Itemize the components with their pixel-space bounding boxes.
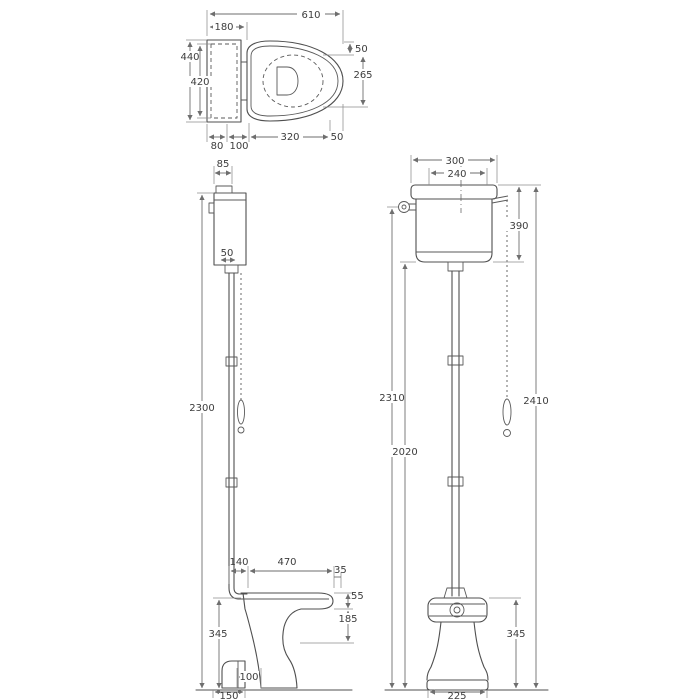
flush-lever bbox=[491, 195, 509, 204]
wall-bracket-front bbox=[398, 201, 410, 213]
dim-plan-bottom-chain: 80 100 320 50 bbox=[206, 104, 345, 152]
plan-view: 610 180 50 265 440 bbox=[178, 8, 375, 152]
inlet-boss-inner bbox=[453, 606, 461, 614]
dim-label: 50 bbox=[221, 248, 234, 259]
pedestal-sides bbox=[426, 621, 489, 681]
dim-label: 265 bbox=[353, 70, 372, 81]
bowl-opening-hidden-line bbox=[262, 54, 324, 108]
dim-label: 320 bbox=[280, 132, 299, 143]
dim-label: 50 bbox=[355, 44, 368, 55]
dim-side-pan-height: 345 bbox=[206, 597, 241, 689]
dim-plan-rim-gap: 50 bbox=[323, 41, 368, 56]
dim-label: 180 bbox=[214, 22, 233, 33]
chain-pull-handle-front bbox=[502, 398, 512, 426]
dim-side-outlet-offset: 150 bbox=[212, 689, 246, 700]
dim-label: 225 bbox=[447, 691, 466, 700]
seat-inner-ring bbox=[250, 45, 339, 117]
pipe-nut-front bbox=[447, 261, 464, 272]
dim-label: 80 bbox=[211, 141, 224, 152]
chain-ring-side bbox=[237, 426, 245, 434]
dim-side-outlet-width: 100 bbox=[236, 668, 262, 688]
dim-label: 2020 bbox=[392, 447, 417, 458]
cistern-bowl-joint bbox=[241, 61, 247, 101]
dim-front-base-width: 225 bbox=[427, 689, 488, 700]
dim-label: 185 bbox=[338, 614, 357, 625]
dim-label: 85 bbox=[217, 159, 230, 170]
pan-side-outline bbox=[240, 592, 334, 689]
dim-front-pan-height: 345 bbox=[489, 597, 529, 689]
dim-side-rim-thickness: 55 bbox=[334, 591, 364, 610]
bracket-arm bbox=[409, 203, 416, 211]
dim-front-lid-width: 300 bbox=[410, 154, 498, 183]
cistern-lid-front bbox=[410, 184, 498, 200]
cistern-plan-outline bbox=[206, 39, 242, 123]
chain-ring-front bbox=[503, 429, 511, 437]
front-elevation: 300 240 390 2310 2020 bbox=[378, 154, 550, 700]
dim-front-pipe-height: 2020 bbox=[391, 261, 419, 689]
side-elevation: 85 50 2300 345 140 bbox=[188, 159, 364, 700]
dim-side-pipe-offset: 140 bbox=[228, 557, 249, 588]
dim-label: 55 bbox=[351, 591, 364, 602]
dim-plan-inner-depth: 420 bbox=[189, 43, 212, 119]
dim-plan-cistern-width: 180 bbox=[209, 22, 248, 40]
flush-pipe-side bbox=[228, 272, 235, 589]
dim-side-overall-height: 2300 bbox=[188, 192, 216, 689]
dim-label: 100 bbox=[229, 141, 248, 152]
flush-pipe-front bbox=[451, 270, 460, 597]
cistern-cap bbox=[215, 185, 233, 194]
pipe-nut-side bbox=[224, 264, 239, 274]
pipe-connector-side-1 bbox=[225, 356, 238, 367]
dim-front-cistern-width: 240 bbox=[428, 167, 488, 185]
dim-label: 390 bbox=[509, 221, 528, 232]
dim-side-seat-overhang: 35 bbox=[334, 565, 347, 588]
pipe-inlet-cone bbox=[443, 587, 468, 599]
dim-label: 2300 bbox=[189, 403, 214, 414]
inlet-boss-outer bbox=[449, 602, 465, 618]
pipe-connector-front-2 bbox=[447, 476, 464, 487]
pipe-connector-side-2 bbox=[225, 477, 238, 488]
flush-pipe-elbow bbox=[228, 587, 248, 600]
dim-label: 2310 bbox=[379, 393, 404, 404]
dim-label: 300 bbox=[445, 156, 464, 167]
dim-label: 100 bbox=[239, 672, 258, 683]
dim-label: 610 bbox=[301, 10, 320, 21]
dim-label: 35 bbox=[334, 565, 347, 576]
dim-side-rim-drop: 185 bbox=[300, 610, 358, 644]
pan-rim-lines bbox=[429, 603, 486, 617]
cistern-front bbox=[415, 198, 493, 263]
dim-label: 140 bbox=[229, 557, 248, 568]
dim-side-cap-width: 85 bbox=[213, 159, 233, 184]
soil-outlet-side bbox=[221, 660, 246, 689]
dim-plan-seat-depth: 265 bbox=[323, 56, 375, 108]
flush-water-area bbox=[276, 66, 299, 96]
dim-label: 50 bbox=[331, 132, 344, 143]
dim-label: 2410 bbox=[523, 396, 548, 407]
dim-side-pan-depth: 470 bbox=[249, 557, 335, 588]
pan-rim-front bbox=[427, 597, 488, 623]
dim-label: 420 bbox=[190, 77, 209, 88]
dim-front-overall-height: 2410 bbox=[522, 186, 550, 689]
dim-label: 345 bbox=[506, 629, 525, 640]
pan-base-front bbox=[426, 679, 489, 691]
chain-pull-handle-side bbox=[237, 399, 245, 425]
wall-bracket-bolt bbox=[401, 204, 407, 210]
dim-plan-overall-width: 610 bbox=[206, 8, 344, 44]
dim-label: 150 bbox=[219, 691, 238, 700]
dim-label: 470 bbox=[277, 557, 296, 568]
dim-label: 345 bbox=[208, 629, 227, 640]
dim-label: 240 bbox=[447, 169, 466, 180]
seat-outer-outline bbox=[246, 40, 344, 122]
pipe-connector-front-1 bbox=[447, 355, 464, 366]
dim-label: 440 bbox=[180, 52, 199, 63]
dim-side-valve: 50 bbox=[219, 247, 236, 263]
wall-bracket-side bbox=[208, 202, 215, 214]
cistern-plan-hidden-line bbox=[210, 43, 238, 119]
dim-front-cistern-height: 390 bbox=[493, 184, 541, 263]
